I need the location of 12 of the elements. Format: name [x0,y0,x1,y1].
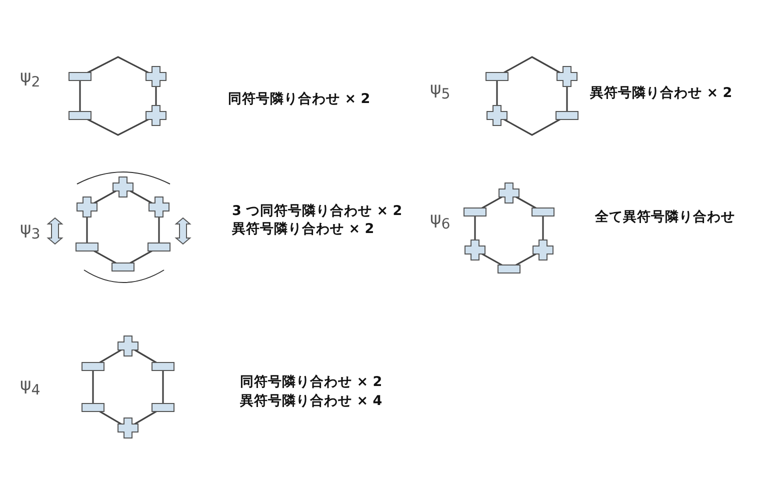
state-label: ψ$_{6}$ [430,210,450,233]
note-text: 全て異符号隣り合わせ [595,210,735,225]
note-text: 3 つ同符号隣り合わせ × 2 [232,204,402,219]
note-text: 異符号隣り合わせ × 2 [590,86,732,101]
state-label: ψ$_{5}$ [430,80,450,103]
note-text: 同符号隣り合わせ × 2 [240,375,382,390]
state-label: ψ$_{4}$ [20,376,40,399]
state-label: ψ$_{3}$ [20,220,40,243]
note-text: 異符号隣り合わせ × 2 [232,222,374,237]
note-text: 同符号隣り合わせ × 2 [228,92,370,107]
note-text: 異符号隣り合わせ × 4 [240,394,382,409]
state-label: ψ$_{2}$ [20,68,40,91]
